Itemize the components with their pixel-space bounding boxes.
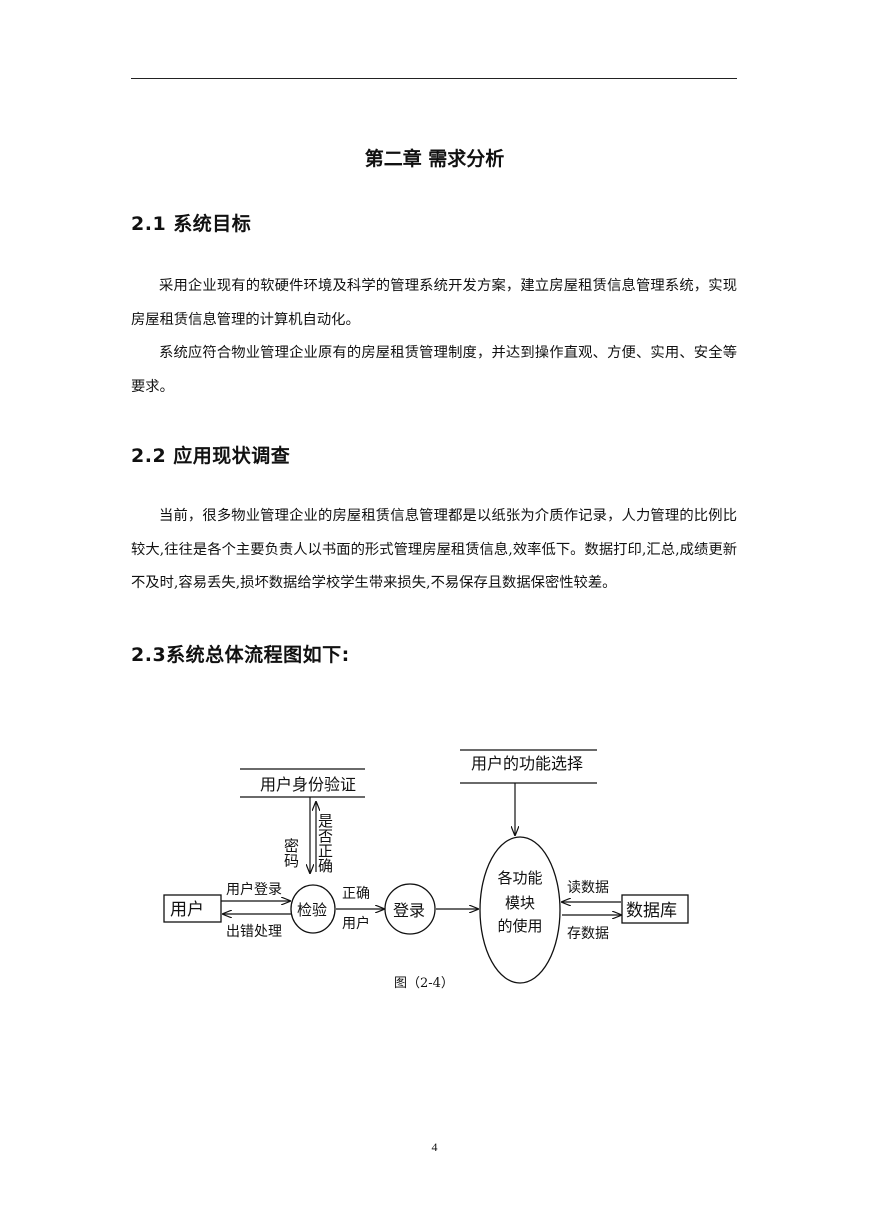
process-modules-ellipse (479, 836, 561, 984)
label-write-data: 存数据 (567, 926, 609, 942)
section-heading-2-1: 2.1 系统目标 (131, 213, 252, 235)
section-heading-2-2: 2.2 应用现状调查 (131, 445, 291, 467)
label-ok: 正确 (342, 886, 370, 902)
paragraph-2-1-a: 采用企业现有的软硬件环境及科学的管理系统开发方案，建立房屋租赁信息管理系统，实现… (131, 278, 737, 328)
process-modules-line-2: 模块 (505, 894, 535, 912)
entity-database-label: 数据库 (626, 901, 677, 921)
process-check-circle (290, 884, 336, 934)
data-store-auth-label: 用户身份验证 (260, 775, 356, 794)
data-store-function: 用户的功能选择 (460, 749, 597, 784)
process-modules-line-3: 的使用 (497, 917, 542, 935)
data-store-auth: 用户身份验证 (240, 768, 365, 798)
paragraph-2-1-b: 系统应符合物业管理企业原有的房屋租赁管理制度，并达到操作直观、方便、实用、安全等… (131, 345, 737, 395)
process-modules-line-1: 各功能 (497, 869, 542, 887)
figure-caption: 图（2-4） (394, 976, 454, 991)
entity-user-label: 用户 (170, 900, 204, 920)
label-correct-question: 是否正确 (316, 813, 334, 874)
process-login-label: 登录 (393, 901, 425, 920)
label-read-data: 读数据 (567, 879, 609, 896)
label-user-login: 用户登录 (226, 881, 282, 898)
system-flowchart: 用户身份验证 用户的功能选择 密码 是否正确 用户 用户登录 出错处理 检验 正… (163, 749, 689, 991)
header-rule (131, 78, 737, 79)
label-error-handling: 出错处理 (226, 924, 282, 940)
process-login-circle (384, 883, 436, 935)
paragraph-2-2: 当前，很多物业管理企业的房屋租赁信息管理都是以纸张为介质作记录，人力管理的比例比… (131, 508, 737, 591)
entity-database-box (621, 894, 689, 924)
page-number: 4 (431, 1140, 438, 1154)
entity-user-box (163, 894, 222, 923)
section-heading-2-3: 2.3系统总体流程图如下: (131, 644, 350, 666)
label-password: 密码 (282, 838, 300, 868)
process-check-label: 检验 (297, 901, 327, 919)
label-ok-user: 用户 (342, 915, 370, 932)
chapter-title: 第二章 需求分析 (364, 148, 505, 170)
data-store-function-label: 用户的功能选择 (471, 754, 583, 773)
